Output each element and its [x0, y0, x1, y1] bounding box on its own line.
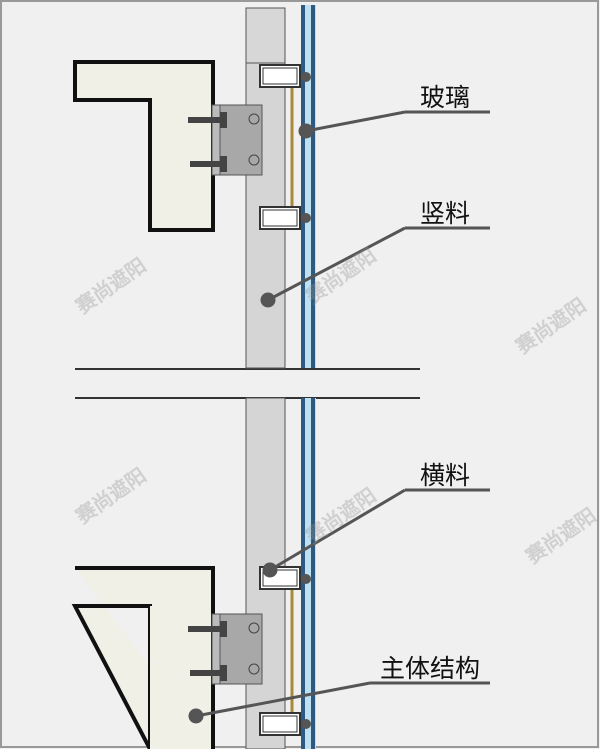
glass-lower: [301, 398, 316, 749]
upper-slab: [73, 60, 215, 232]
mullion-cap: [245, 7, 286, 64]
glass-clips: [301, 72, 311, 729]
label-main-structure: 主体结构: [380, 654, 481, 683]
label-transom: 横料: [420, 461, 471, 490]
leader-lines: [188, 110, 490, 724]
label-glass: 玻璃: [420, 83, 471, 112]
glass-upper: [301, 5, 316, 368]
bracket-upper: [188, 104, 263, 176]
label-mullion: 竖料: [420, 199, 471, 228]
bracket-lower: [188, 613, 263, 685]
transoms: [259, 64, 301, 736]
